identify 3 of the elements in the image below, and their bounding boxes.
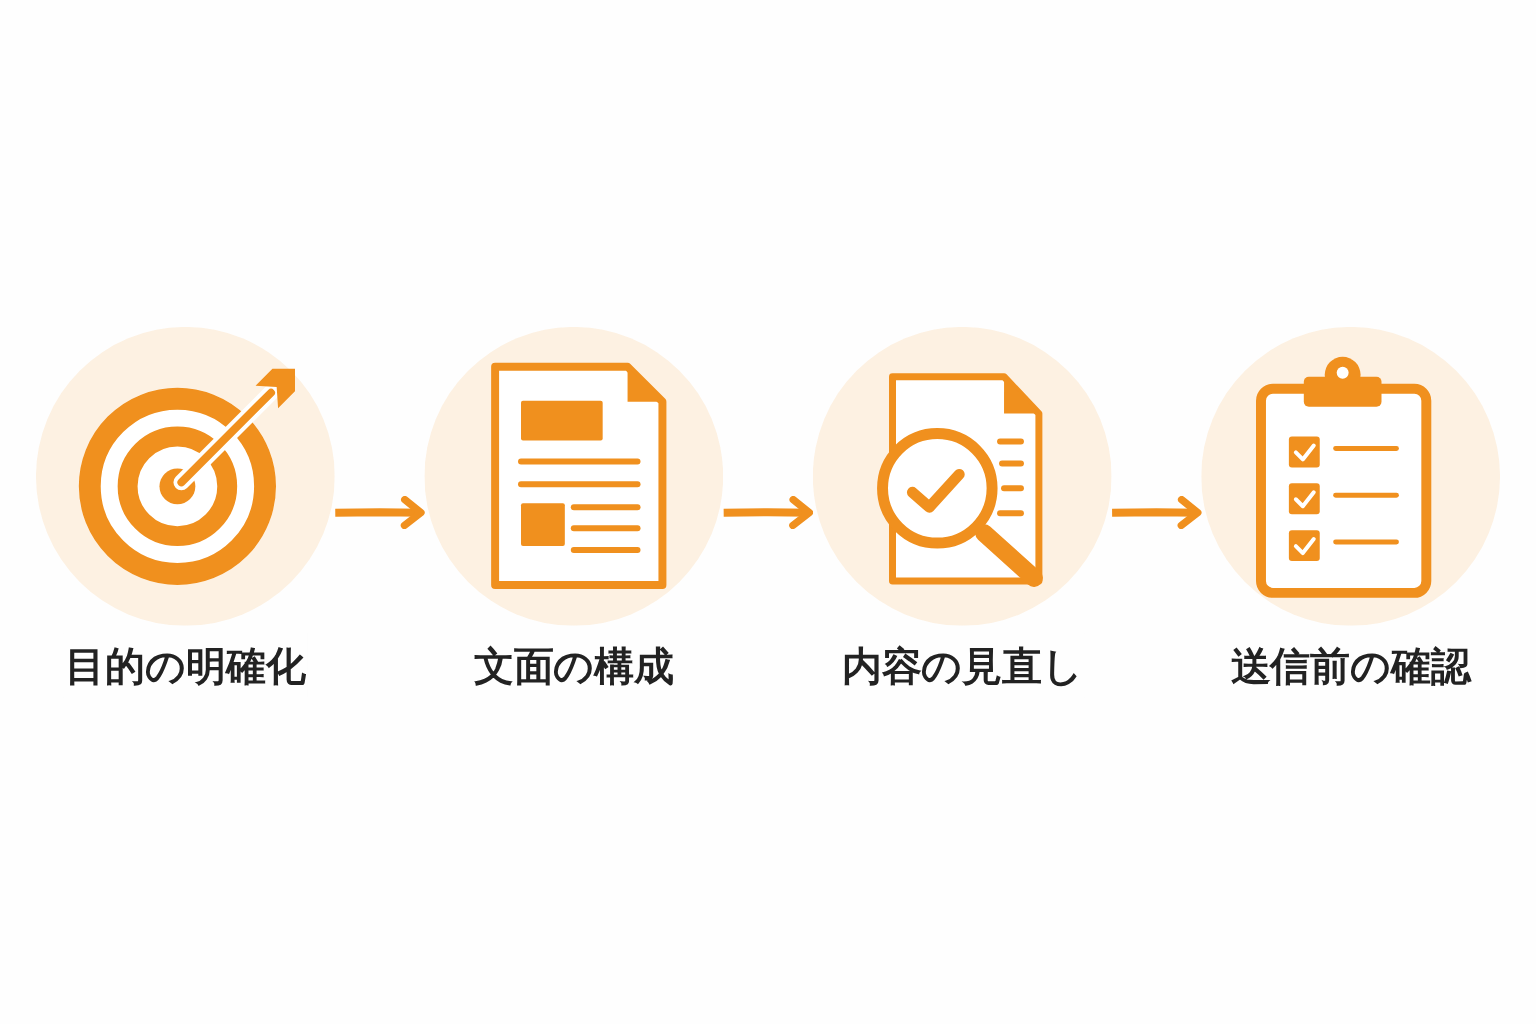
arrow — [335, 495, 425, 529]
arrow — [723, 495, 814, 529]
arrow — [1112, 495, 1202, 529]
